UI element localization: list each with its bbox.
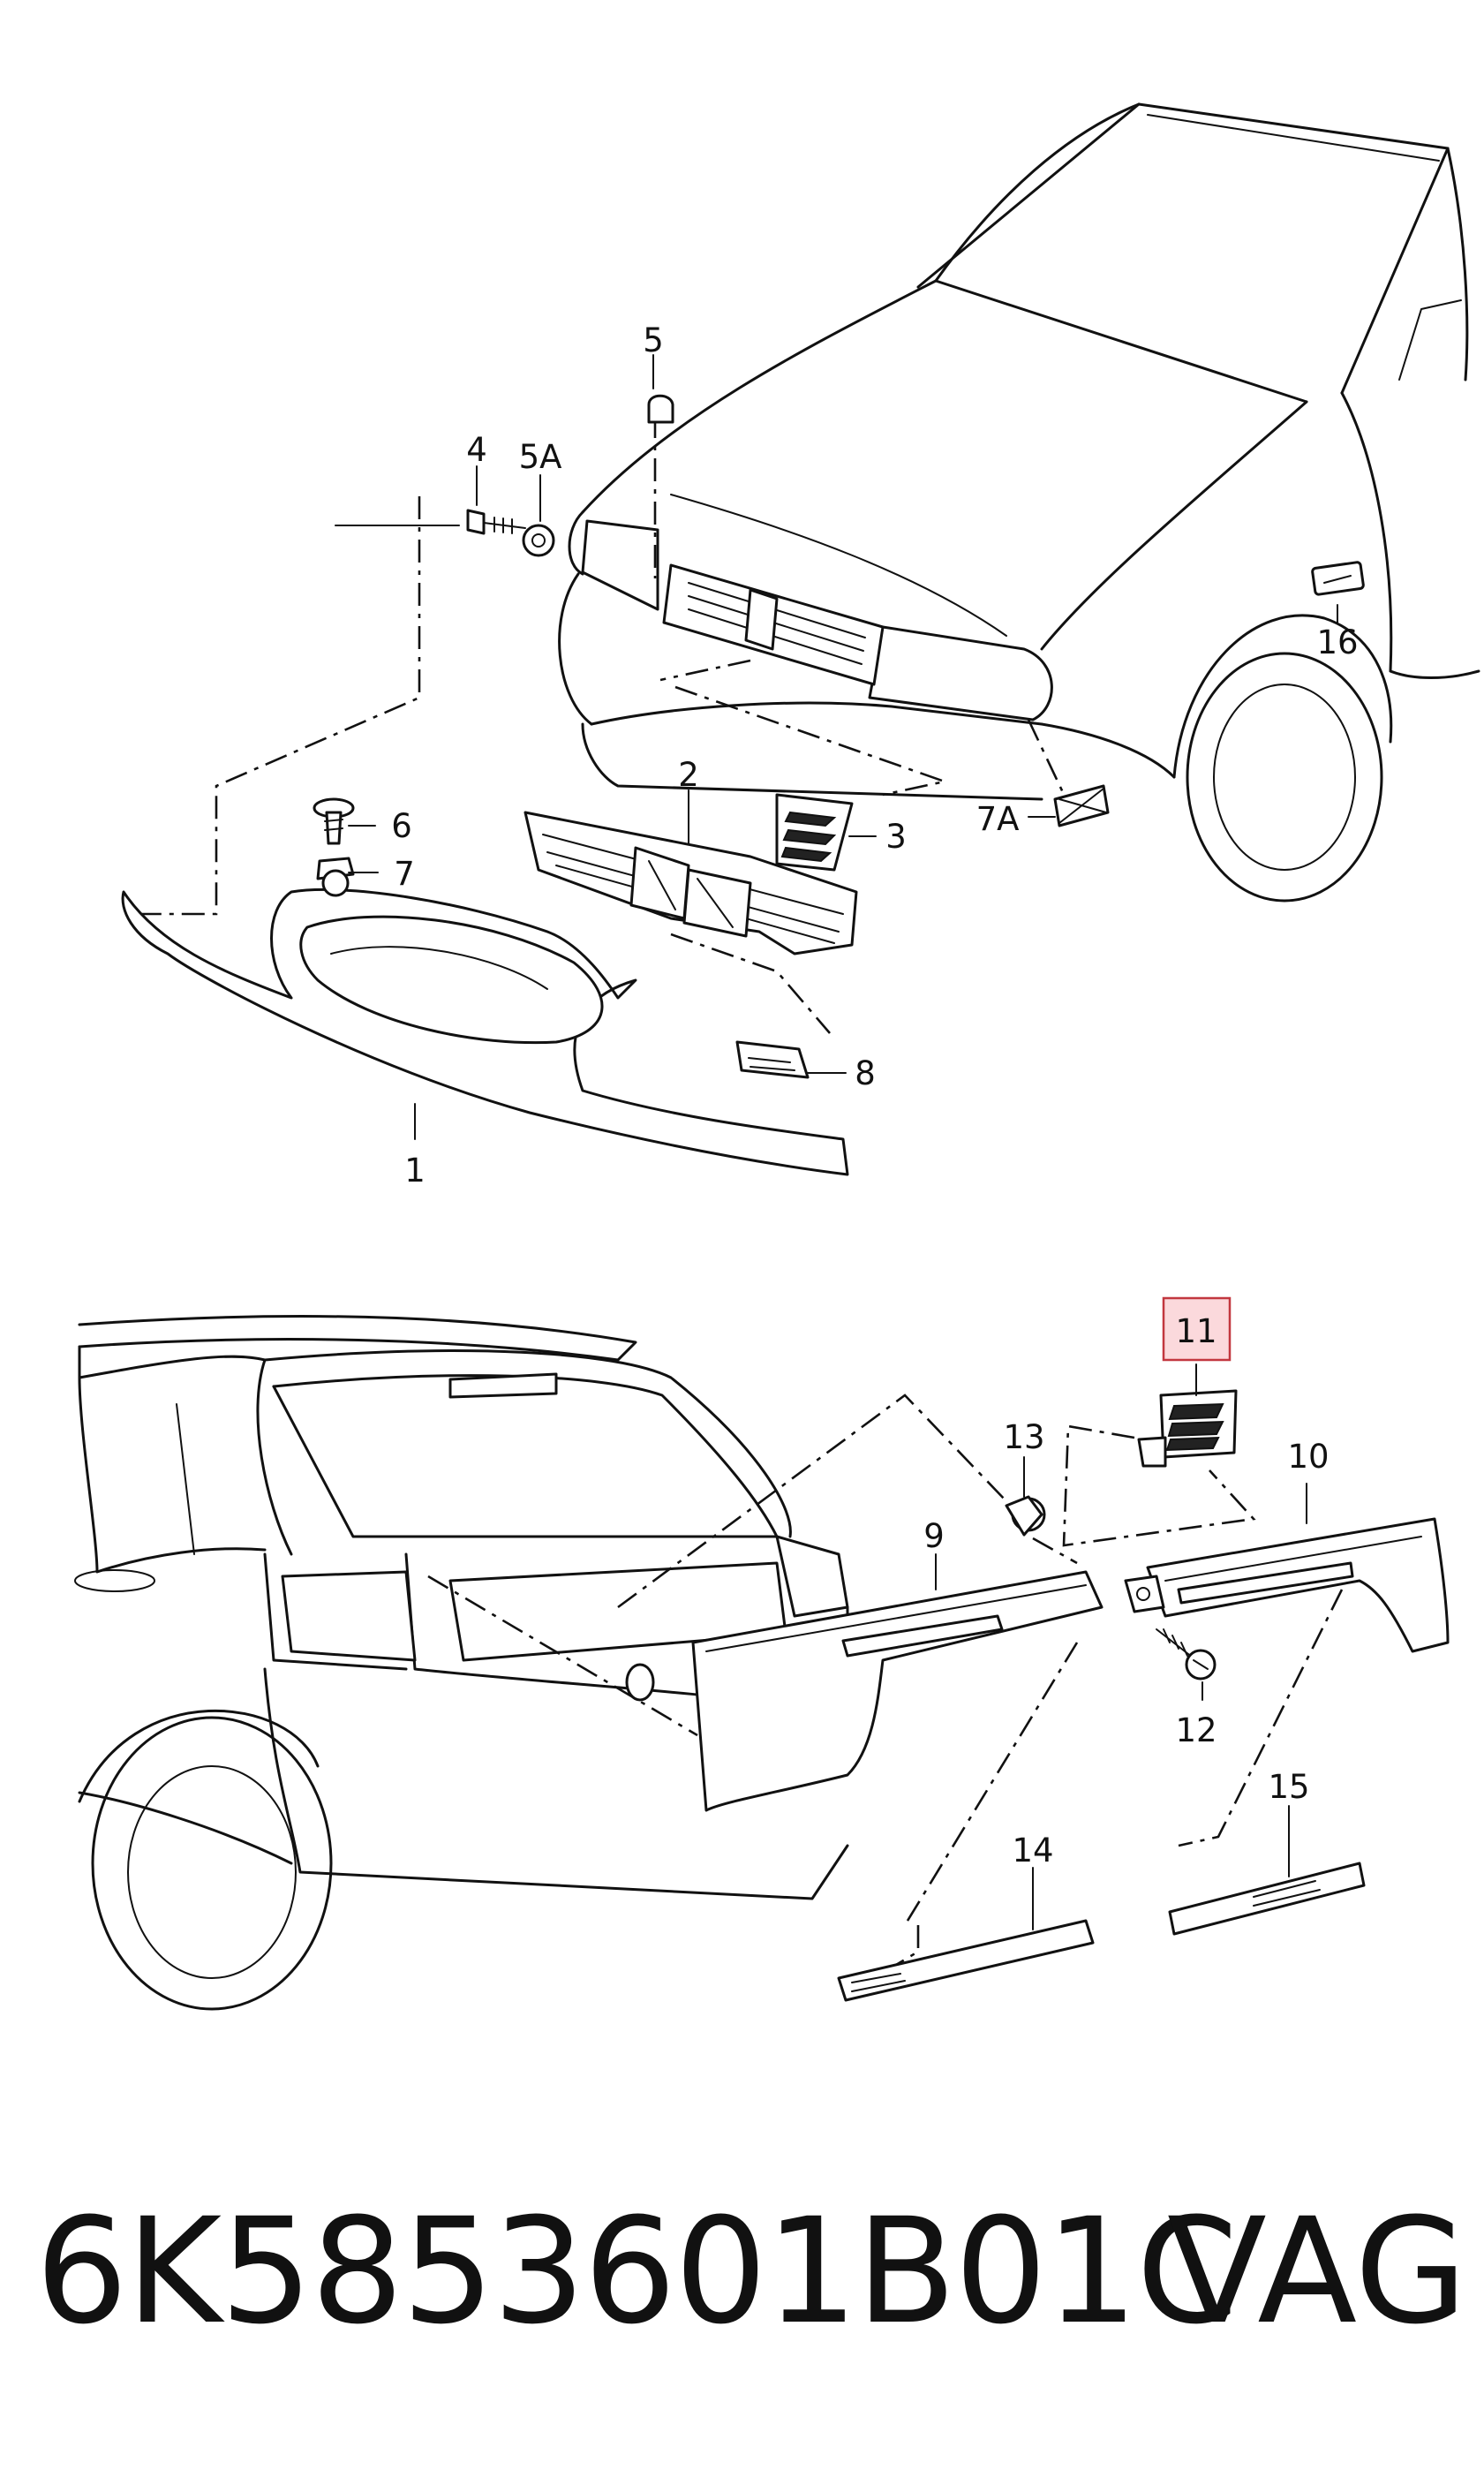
part-7a-sticker xyxy=(1053,784,1110,827)
part-15-badge xyxy=(1168,1862,1366,1936)
parts-diagram: 1 2 3 4 5 5A 6 7 7A 8 9 10 11 12 13 14 1… xyxy=(74,102,1480,2011)
part-1-bumper-trim xyxy=(121,888,849,1176)
part-13-clip xyxy=(1005,1495,1046,1537)
parts-4-5-5a-fasteners xyxy=(466,394,674,557)
front-car-outline xyxy=(558,102,1480,903)
callout-15: 15 xyxy=(1268,1768,1309,1806)
callout-12: 12 xyxy=(1175,1711,1217,1749)
part-10-trim-panel xyxy=(1124,1517,1450,1653)
rear-car-outline xyxy=(74,1314,849,2011)
callout-16: 16 xyxy=(1316,623,1358,661)
callout-9: 9 xyxy=(923,1517,945,1555)
callout-8: 8 xyxy=(855,1054,876,1092)
parts-6-7-screw-clip xyxy=(313,797,355,897)
callout-7a: 7A xyxy=(976,800,1020,838)
callout-11-highlight xyxy=(1162,1296,1232,1362)
callout-6: 6 xyxy=(391,807,412,845)
callout-3: 3 xyxy=(885,818,907,856)
callout-2: 2 xyxy=(678,756,699,794)
callout-7: 7 xyxy=(394,855,415,893)
callout-1: 1 xyxy=(404,1152,426,1190)
part-2-grille xyxy=(524,811,858,955)
callout-5: 5 xyxy=(643,321,664,359)
callout-10: 10 xyxy=(1287,1438,1329,1476)
callout-13: 13 xyxy=(1003,1418,1044,1456)
brand-name: VAG xyxy=(1167,2187,1468,2356)
callout-14: 14 xyxy=(1012,1832,1053,1869)
part-12-screw xyxy=(1156,1628,1217,1681)
callout-labels: 1 2 3 4 5 5A 6 7 7A 8 9 10 11 12 13 14 1… xyxy=(391,321,1358,1869)
front-leader-lines xyxy=(124,415,1070,1034)
callout-4: 4 xyxy=(466,431,487,469)
part-14-badge xyxy=(837,1919,1095,2002)
part-11-emblem xyxy=(1137,1389,1238,1468)
part-number: 6K5853601B01C xyxy=(35,2187,1238,2356)
part-9-trim-panel xyxy=(691,1570,1104,1812)
rear-leader-lines xyxy=(427,1394,1344,1967)
part-8-badge xyxy=(735,1040,810,1079)
callout-5a: 5A xyxy=(519,438,562,476)
callout-leaders xyxy=(348,354,1338,1930)
part-3-emblem xyxy=(775,793,854,872)
callout-11: 11 xyxy=(1175,1312,1217,1350)
